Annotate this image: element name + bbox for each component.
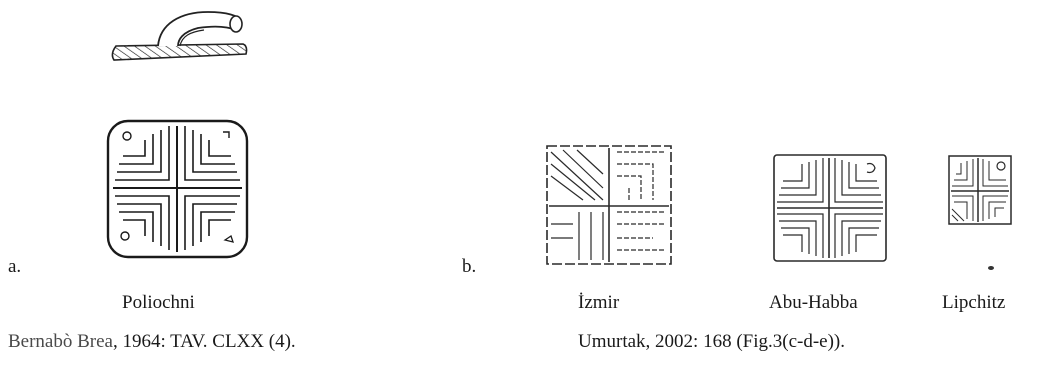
- izmir-caption: İzmir: [578, 292, 620, 313]
- panel-b-reference: Umurtak, 2002: 168 (Fig.3(c-d-e)).: [578, 331, 845, 352]
- panel-a-label: a.: [8, 256, 22, 277]
- seal-side-profile-drawing: [111, 11, 248, 61]
- izmir-seal-drawing: [546, 145, 672, 265]
- lipchitz-caption: Lipchitz: [942, 292, 1006, 313]
- panel-b-label: b.: [462, 256, 477, 277]
- lipchitz-seal-drawing: [948, 155, 1012, 225]
- poliochni-caption: Poliochni: [122, 292, 195, 313]
- panel-a-reference: Bernabò Brea, 1964: TAV. CLXX (4).: [8, 332, 296, 351]
- bernabo-brea-link[interactable]: Bernabò Brea: [8, 331, 113, 352]
- abu-habba-caption: Abu-Habba: [769, 292, 858, 313]
- poliochni-seal-drawing: [106, 119, 249, 259]
- panel-a-reference-rest: , 1964: TAV. CLXX (4).: [112, 331, 296, 352]
- lipchitz-seal-mark: [988, 266, 994, 270]
- abu-habba-seal-drawing: [773, 154, 887, 262]
